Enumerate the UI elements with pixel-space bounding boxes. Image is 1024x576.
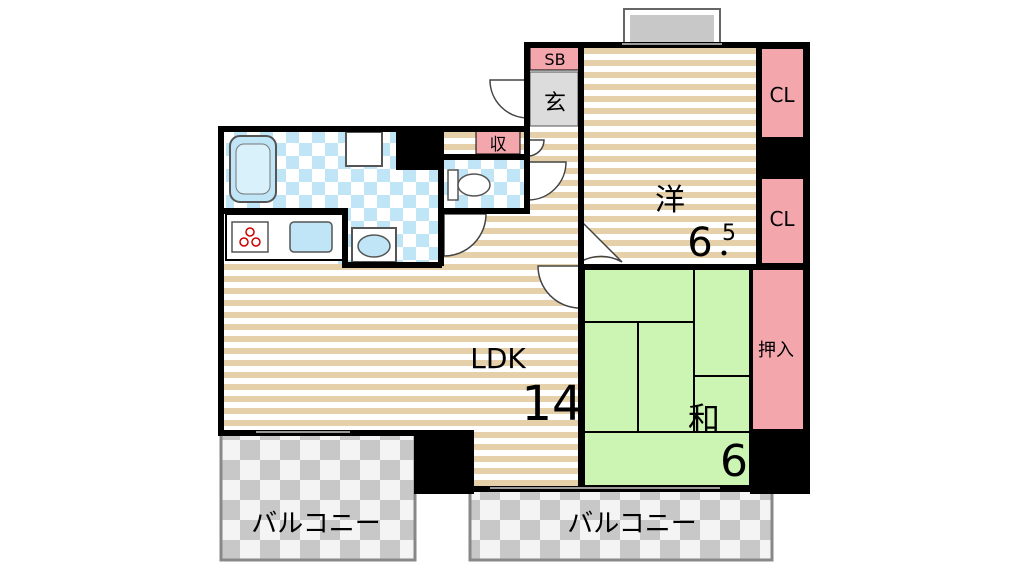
japanese-room-size: 6: [720, 436, 748, 487]
ldk-lower-floor: [474, 432, 580, 488]
windows: [256, 43, 722, 489]
western-size-decimal-dot: [721, 250, 727, 256]
oshiire-label: 押入: [758, 340, 794, 361]
western-room-size-fraction: 5: [722, 221, 736, 246]
shoe-box-label: SB: [544, 50, 565, 69]
western-room-size: 6: [687, 220, 712, 266]
ldk-floor: [224, 264, 580, 432]
ldk-name: LDK: [470, 342, 526, 375]
top-window-box: [623, 8, 721, 46]
ldk-size: 14: [521, 376, 582, 432]
toilet-icon: [447, 169, 491, 201]
balcony-left: [219, 432, 417, 562]
balcony-right-label: バルコニー: [567, 509, 696, 539]
storage-small-label: 収: [490, 135, 507, 155]
japanese-room-name: 和: [688, 400, 720, 438]
closet-top: [759, 47, 805, 139]
western-room-floor: [584, 48, 756, 264]
kitchen-sink-icon: [289, 221, 333, 253]
bathtub-icon: [229, 135, 277, 203]
entrance-floor: [529, 71, 579, 127]
sink-icon: [351, 227, 397, 263]
closet-top-label: CL: [769, 83, 795, 107]
balcony-left-label: バルコニー: [251, 509, 380, 539]
western-room-name: 洋: [655, 183, 685, 218]
stove-icon: [231, 221, 269, 253]
entrance-label: 玄: [544, 91, 566, 116]
washing-machine-icon: [345, 131, 383, 167]
closet-middle-label: CL: [769, 207, 795, 231]
door-swings: [443, 79, 623, 309]
balcony-right: [468, 488, 774, 562]
